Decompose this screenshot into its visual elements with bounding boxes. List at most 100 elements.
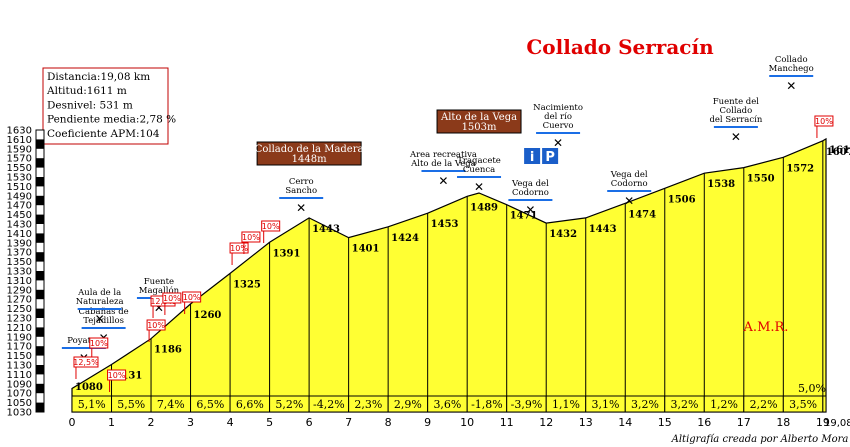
gradient-flag-box [73,356,99,368]
gradient-flag-label: 10% [242,233,260,242]
place-label: Tejadillos [83,316,124,326]
slope-label: 5,2% [275,398,303,411]
y-tick-label: 1090 [7,379,32,390]
place-label: Codorno [611,179,648,189]
gradient-flag-box [89,337,109,349]
x-tick-label: 15 [658,416,672,429]
km-altitude-label: 1506 [668,194,696,205]
km-altitude-labels: 1080113111861260132513911443140114241453… [75,145,850,393]
pass-box [436,109,522,134]
km-altitude-label: 1453 [431,219,459,230]
place-label: Cabañas de [79,307,129,317]
y-tick-label: 1390 [7,238,32,249]
pass-box [256,141,362,166]
x-tick-label: 11 [500,416,514,429]
slope-label: 3,6% [433,398,461,411]
y-tick-label: 1490 [7,191,32,202]
info-box-frame [42,67,169,145]
info-sign [524,148,541,164]
y-axis-band [36,233,44,243]
km-altitude-label: 1443 [312,224,340,235]
parking-sign-letter: P [545,150,555,165]
x-tick-label: 14 [618,416,632,429]
pass-name: Alto de la Vega [440,112,517,123]
y-tick-label: 1190 [7,332,32,343]
gradient-flag-box [107,369,127,381]
km-altitude-label: 1538 [707,179,735,190]
pass-name: Collado de la Madera [255,144,364,155]
y-tick-label: 1510 [7,182,32,193]
y-tick-label: 1150 [7,351,32,362]
y-tick-label: 1290 [7,285,32,296]
y-axis-band [36,327,44,337]
credit-text: Altigrafía creada por Alberto Mora [671,434,849,445]
y-tick-label: 1550 [7,163,32,174]
info-line: Distancia:19,08 km [47,71,150,83]
y-axis-band [36,402,44,412]
slope-label: -3,9% [511,398,543,411]
info-line: Pendiente media:2,78 % [47,114,176,126]
x-tick-label: 5 [266,416,273,429]
place-label: Collado [720,106,753,116]
slope-band [822,395,827,413]
gradient-flag-box [182,291,202,303]
gradient-flag-label: 10% [108,371,126,380]
place-label: Collado [775,55,808,65]
y-tick-label: 1330 [7,267,32,278]
y-tick-label: 1410 [7,229,32,240]
gradient-flag-label: 10% [815,117,833,126]
x-tick-label: 7 [345,416,352,429]
y-axis: 1030105010701090111011301150117011901210… [7,126,45,419]
place-label: Vega del [511,179,549,189]
pass-altitude: 1503m [462,122,497,133]
y-tick-label: 1590 [7,144,32,155]
km-altitude-label: 1550 [747,174,775,185]
y-axis-band [36,252,44,262]
gradient-flag-box [162,292,182,304]
km-altitude-label: 1443 [589,224,617,235]
y-tick-label: 1050 [7,398,32,409]
km-altitude-label: 1260 [194,310,222,321]
gradient-flag-label: 10% [262,222,280,231]
x-tick-label: 4 [227,416,234,429]
slope-label: 2,2% [750,398,778,411]
slope-label: -1,8% [471,398,503,411]
km-altitude-label: 1080 [75,382,103,393]
gradient-flag-label: 10% [163,294,181,303]
x-tick-label: 0 [69,416,76,429]
y-axis-band [36,177,44,187]
slope-label: 6,6% [236,398,264,411]
place-label: Manchego [769,64,814,74]
junction-marker: ✕ [786,79,796,93]
slope-label: 7,4% [157,398,185,411]
junction-marker: ✕ [624,194,634,208]
y-tick-label: 1170 [7,342,32,353]
gradient-flag-label: 10% [230,244,248,253]
y-axis-band [36,195,44,206]
gradient-flag-label: 10% [147,321,165,330]
junction-marker: ✕ [474,180,484,194]
place-label: Tragacete [457,156,501,166]
y-axis-band [36,365,44,375]
km-altitude-label: 1474 [628,209,656,220]
slope-label: 3,2% [671,398,699,411]
junction-marker: ✕ [154,301,164,315]
km-altitude-label: 1186 [154,345,182,356]
y-tick-label: 1630 [7,126,32,137]
y-tick-label: 1130 [7,361,32,372]
place-label: Poyatos [67,336,100,346]
y-tick-label: 1250 [7,304,32,315]
slope-label: 2,3% [354,398,382,411]
x-tick-label: 10 [460,416,474,429]
place-label: Magallón [139,285,180,296]
km-altitude-label: 1471 [510,211,538,222]
junction-marker: ✕ [438,174,448,188]
km-altitude-label: 1325 [233,279,261,290]
place-label: Cuenca [463,165,495,175]
y-tick-label: 1450 [7,210,32,221]
gradient-flags: 10%12,5%10%10%10%10%10%10%12,5%10%10% [73,115,834,392]
y-tick-label: 1230 [7,314,32,325]
km-altitude-label: 1489 [470,202,498,213]
